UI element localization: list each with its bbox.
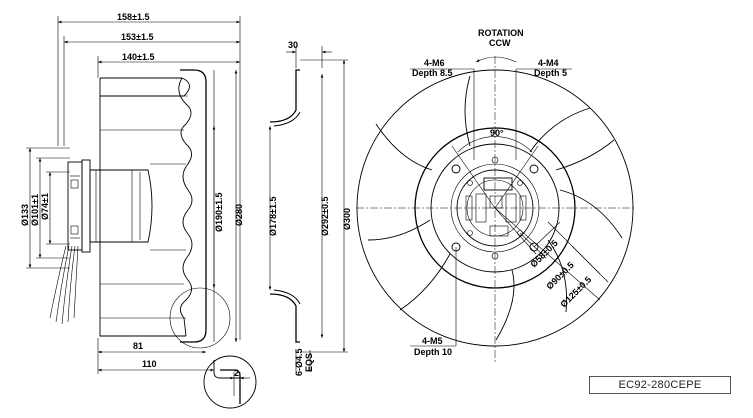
dia-125: Ø125±0.5 (558, 274, 593, 309)
dim-d101: Ø101±1 (30, 194, 40, 226)
dim-d74: Ø74±1 (40, 193, 50, 220)
hole-m4-depth: Depth 5 (534, 68, 567, 78)
hole-m4: 4-M4 (538, 58, 559, 68)
hole-m5-depth: Depth 10 (414, 347, 452, 357)
dim-158: 158±1.5 (117, 12, 149, 22)
dim-81: 81 (133, 341, 143, 351)
model-label: EC92-280CEPE (589, 376, 731, 394)
side-view: 158±1.5 153±1.5 140±1.5 (20, 12, 257, 409)
dim-d190: Ø190±1.5 (214, 193, 224, 232)
dim-d133: Ø133 (20, 204, 30, 226)
dim-110: 110 (142, 359, 157, 369)
dim-6-holes: 6-Ø4.5 (294, 348, 304, 376)
hole-m5: 4-M5 (422, 336, 443, 346)
front-view: 90° ROTATION CCW 4-M6 Depth 8.5 4-M4 Dep… (356, 28, 636, 362)
hole-m6-depth: Depth 8.5 (412, 68, 453, 78)
dim-153: 153±1.5 (121, 32, 153, 42)
rotation-dir: CCW (489, 38, 511, 48)
dim-140: 140±1.5 (122, 52, 154, 62)
detail-gap: 2 (234, 368, 239, 378)
dim-d280: Ø280 (234, 204, 244, 226)
section-view: 30 Ø178±1.5 Ø292±0.5 Ø300 6-Ø4.5 EQS (268, 40, 352, 376)
dim-d178: Ø178±1.5 (268, 197, 278, 236)
dim-d292: Ø292±0.5 (320, 197, 330, 236)
angle-90: 90° (490, 128, 504, 138)
dim-d300: Ø300 (342, 208, 352, 230)
hole-m6: 4-M6 (424, 58, 445, 68)
dim-eqs: EQS (304, 353, 314, 372)
dim-30: 30 (288, 40, 298, 50)
rotation-label: ROTATION (478, 28, 524, 38)
